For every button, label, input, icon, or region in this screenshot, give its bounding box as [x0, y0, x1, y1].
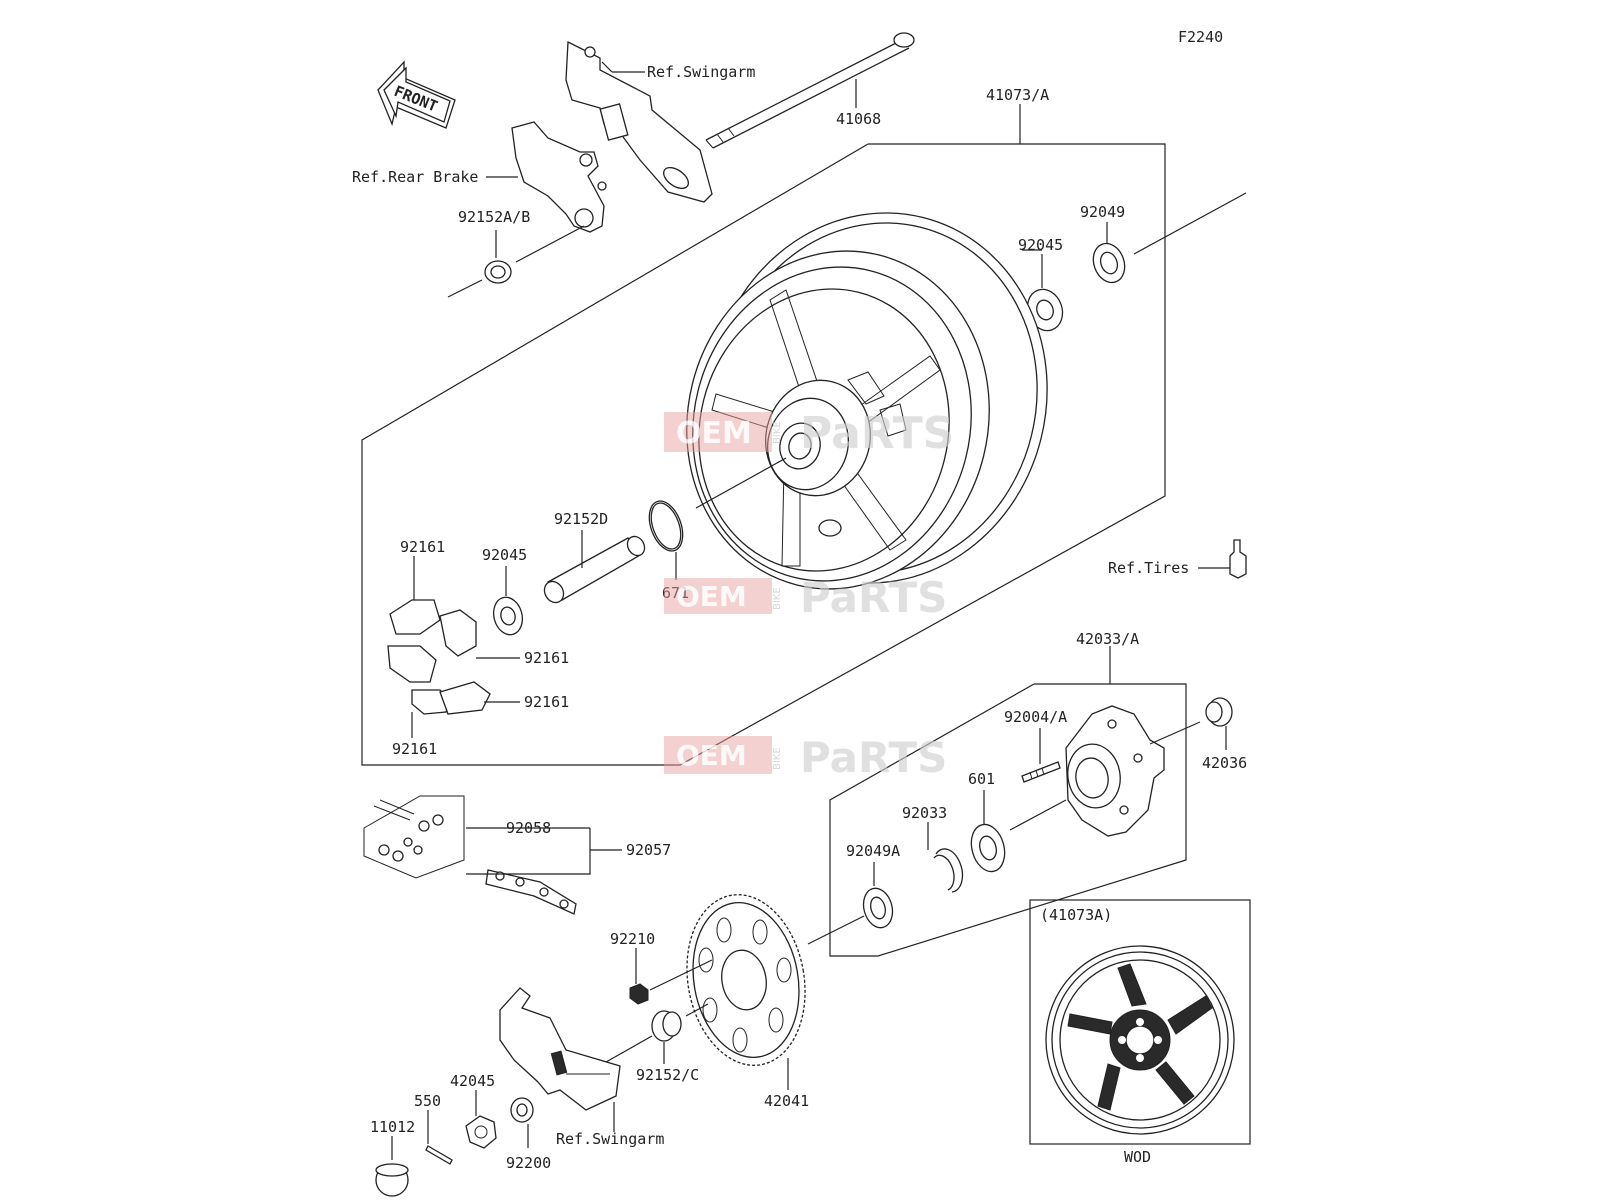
callout-42041: 42041 — [764, 1092, 809, 1110]
callout-92045-top: 92045 — [1018, 236, 1063, 254]
callout-92161-b: 92161 — [524, 649, 569, 667]
inset-caption: WOD — [1124, 1148, 1151, 1166]
callout-92049a: 92049A — [846, 842, 900, 860]
seal-92049-part — [1092, 242, 1126, 284]
svg-text:PaRTS: PaRTS — [800, 408, 954, 459]
svg-text:OEM: OEM — [676, 739, 747, 772]
drive-chain-part — [485, 869, 577, 915]
bearing-601-part — [970, 823, 1006, 873]
coupling-42033-part — [1065, 705, 1165, 837]
callout-92058: 92058 — [506, 819, 551, 837]
watermark-3: OEM BIKE PaRTS — [664, 733, 947, 782]
inset-wheel-part — [1045, 945, 1235, 1135]
callout-92045-left: 92045 — [482, 546, 527, 564]
callout-550: 550 — [414, 1092, 441, 1110]
axle-nut-42045-part — [465, 1115, 497, 1149]
callout-ref-tires: Ref.Tires — [1108, 559, 1189, 577]
svg-text:OEM: OEM — [676, 416, 752, 451]
seal-92049a-part — [862, 887, 894, 929]
nut-92210-part — [629, 983, 649, 1005]
collar-92152ab-part — [484, 260, 512, 284]
bearing-92045-top-part — [1026, 288, 1064, 332]
svg-text:BIKE: BIKE — [772, 421, 783, 444]
callout-92161-a: 92161 — [400, 538, 445, 556]
brake-bracket-part — [511, 121, 607, 233]
callout-ref-swingarm-top: Ref.Swingarm — [647, 63, 755, 81]
bearing-92045-left-part — [492, 596, 524, 636]
svg-text:OEM: OEM — [676, 580, 747, 613]
callout-42045: 42045 — [450, 1072, 495, 1090]
washer-92200-part — [510, 1097, 534, 1123]
chain-adjuster-part — [565, 40, 713, 203]
callout-671: 671 — [662, 584, 689, 602]
collar-42036-part — [1205, 697, 1233, 727]
svg-text:PaRTS: PaRTS — [800, 733, 947, 782]
callout-ref-rear-brake: Ref.Rear Brake — [352, 168, 478, 186]
callout-ref-swingarm-bottom: Ref.Swingarm — [556, 1130, 664, 1148]
cotter-pin-550-part — [425, 1145, 453, 1165]
stud-92004a-part — [1021, 761, 1061, 783]
collar-92152c-part — [651, 1010, 682, 1042]
wheel-group-outline — [361, 143, 1166, 766]
circlip-92033-part — [933, 848, 964, 893]
callout-601: 601 — [968, 770, 995, 788]
collar-92152d-part — [543, 535, 646, 604]
callout-92152d: 92152D — [554, 510, 608, 528]
callout-92049: 92049 — [1080, 203, 1125, 221]
callout-42033a: 42033/A — [1076, 630, 1139, 648]
callout-92152ab: 92152A/B — [458, 208, 530, 226]
callout-92057: 92057 — [626, 841, 671, 859]
callout-41073a: 41073/A — [986, 86, 1049, 104]
callout-11012: 11012 — [370, 1118, 415, 1136]
tire-valve-icon — [1229, 539, 1247, 579]
callout-92152c: 92152/C — [636, 1066, 699, 1084]
coupling-group-outline — [829, 683, 1187, 957]
svg-text:BIKE: BIKE — [772, 587, 783, 610]
figure-code: F2240 — [1178, 28, 1223, 46]
rear-wheel-part — [686, 212, 1048, 590]
callout-92200: 92200 — [506, 1154, 551, 1172]
chain-adjuster-bottom-part — [499, 987, 621, 1111]
oring-671-part — [648, 500, 684, 552]
chain-link-kit-part — [363, 795, 465, 879]
inset-frame — [1029, 899, 1251, 1145]
callout-92033: 92033 — [902, 804, 947, 822]
watermark-1: OEM BIKE PaRTS — [664, 408, 954, 459]
cap-11012-part — [375, 1163, 409, 1197]
callout-92161-d: 92161 — [392, 740, 437, 758]
svg-text:BIKE: BIKE — [772, 747, 783, 770]
axle-part — [705, 32, 915, 149]
callout-92161-c: 92161 — [524, 693, 569, 711]
damper-92161-set-part — [387, 599, 491, 715]
watermark-2: OEM BIKE PaRTS — [664, 573, 947, 622]
sprocket-42041-part — [686, 894, 806, 1066]
inset-title: (41073A) — [1040, 906, 1112, 924]
callout-92210: 92210 — [610, 930, 655, 948]
callout-41068: 41068 — [836, 110, 881, 128]
front-arrow-icon: FRONT — [377, 60, 456, 129]
callout-42036: 42036 — [1202, 754, 1247, 772]
svg-text:PaRTS: PaRTS — [800, 573, 947, 622]
callout-92004a: 92004/A — [1004, 708, 1067, 726]
